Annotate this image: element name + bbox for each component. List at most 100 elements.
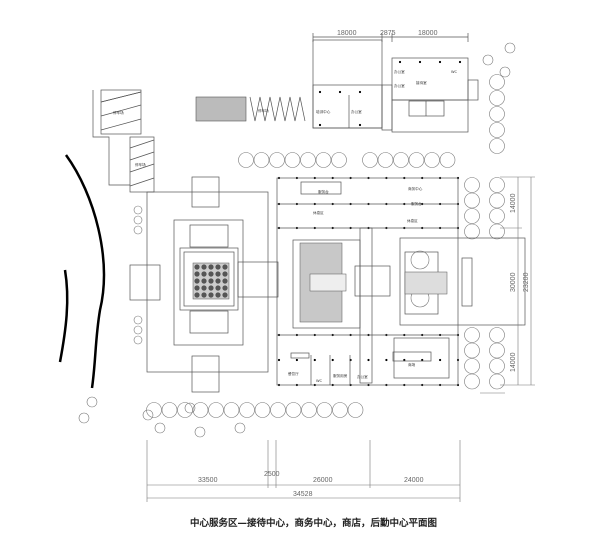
column (194, 292, 200, 298)
column (222, 271, 228, 277)
room-label: 办公室 (394, 83, 405, 88)
column (208, 285, 214, 291)
dim-bottom-2: 2500 (264, 471, 280, 478)
tree-icon (142, 409, 154, 421)
tree-icon (489, 373, 505, 390)
column (318, 123, 322, 127)
top-building (312, 33, 479, 133)
tree-icon (254, 402, 271, 418)
room-label: 餐饮厅 (288, 371, 299, 376)
tree-icon (362, 152, 378, 168)
tree-icon (489, 223, 505, 240)
tree-icon (464, 373, 480, 390)
room-label: 停车场 (135, 162, 146, 167)
bottom-dimensions (146, 440, 461, 502)
room-label: 商场 (408, 362, 416, 367)
tree-icon (238, 152, 254, 168)
tree-icon (489, 342, 505, 359)
dim-right-total: 23200 (523, 272, 530, 292)
column (439, 358, 442, 362)
tree-icon (489, 177, 505, 193)
tree-icon (439, 152, 456, 168)
room-label: 服务台 (318, 189, 329, 194)
column (201, 264, 207, 270)
column (194, 264, 200, 270)
column (418, 60, 422, 64)
column (385, 358, 388, 362)
column (358, 90, 362, 94)
tree-icon (489, 90, 505, 106)
tree-icon (161, 402, 178, 418)
room-label: 办公室 (394, 69, 405, 74)
dim-right-1: 14000 (510, 193, 517, 213)
tree-icon (192, 402, 209, 418)
column (208, 292, 214, 298)
tree-icon (347, 402, 364, 418)
column (201, 278, 207, 284)
tree-icon (177, 402, 193, 418)
column (215, 264, 221, 270)
tree-icon (464, 208, 480, 224)
tree-icon (464, 177, 480, 193)
tree-icon (464, 342, 480, 359)
room-label: 接待室 (416, 80, 427, 85)
road-edge (58, 269, 69, 363)
column (208, 271, 214, 277)
column (194, 285, 200, 291)
column (277, 358, 281, 362)
parking (92, 89, 306, 193)
column (367, 358, 370, 362)
tree-icon (133, 205, 143, 215)
tree-icon (194, 426, 206, 438)
dim-top-1: 18000 (337, 30, 357, 37)
tree-icon (464, 192, 480, 209)
room-label: 停车场 (113, 110, 124, 115)
dim-top-3: 18000 (418, 30, 438, 37)
column (222, 292, 228, 298)
tree-icon (301, 402, 317, 418)
tree-icon (489, 358, 505, 374)
tree-icon (223, 402, 240, 418)
tree-icon (86, 396, 98, 408)
dim-bottom-1: 33500 (198, 477, 218, 484)
tree-icon (489, 208, 505, 224)
dim-bottom-total: 34528 (293, 491, 313, 498)
tree-icon (408, 152, 425, 168)
column (458, 60, 462, 64)
column (421, 358, 424, 362)
column (215, 271, 221, 277)
tree-icon (489, 192, 505, 209)
tree-icon (489, 74, 505, 90)
room-label: 服务用房 (333, 373, 348, 378)
tree-icon (234, 422, 246, 434)
tree-icon (253, 152, 270, 168)
tree-icon (464, 327, 480, 343)
column (338, 90, 342, 94)
column (313, 358, 316, 362)
tree-icon (377, 152, 394, 168)
tree-icon (184, 402, 196, 414)
tree-icon (269, 152, 285, 168)
tree-icon (300, 152, 316, 168)
column (208, 278, 214, 284)
tree-icon (489, 106, 505, 122)
drawing-title: 中心服务区—接待中心，商务中心，商店，后勤中心平面图 (190, 517, 437, 529)
tree-icon (482, 54, 494, 66)
tree-icon (78, 412, 90, 424)
tree-grid (194, 264, 228, 298)
column (222, 285, 228, 291)
column (222, 264, 228, 270)
room-label: 培训中心 (316, 109, 331, 114)
column (438, 60, 442, 64)
dim-right-2: 30000 (510, 272, 517, 292)
column (403, 358, 406, 362)
dim-bottom-4: 24000 (404, 477, 424, 484)
column (398, 60, 402, 64)
main-building (276, 177, 526, 386)
column (215, 278, 221, 284)
tree-icon (504, 42, 516, 54)
column (215, 285, 221, 291)
room-label: 办公室 (357, 374, 368, 379)
tree-icon (410, 250, 430, 270)
